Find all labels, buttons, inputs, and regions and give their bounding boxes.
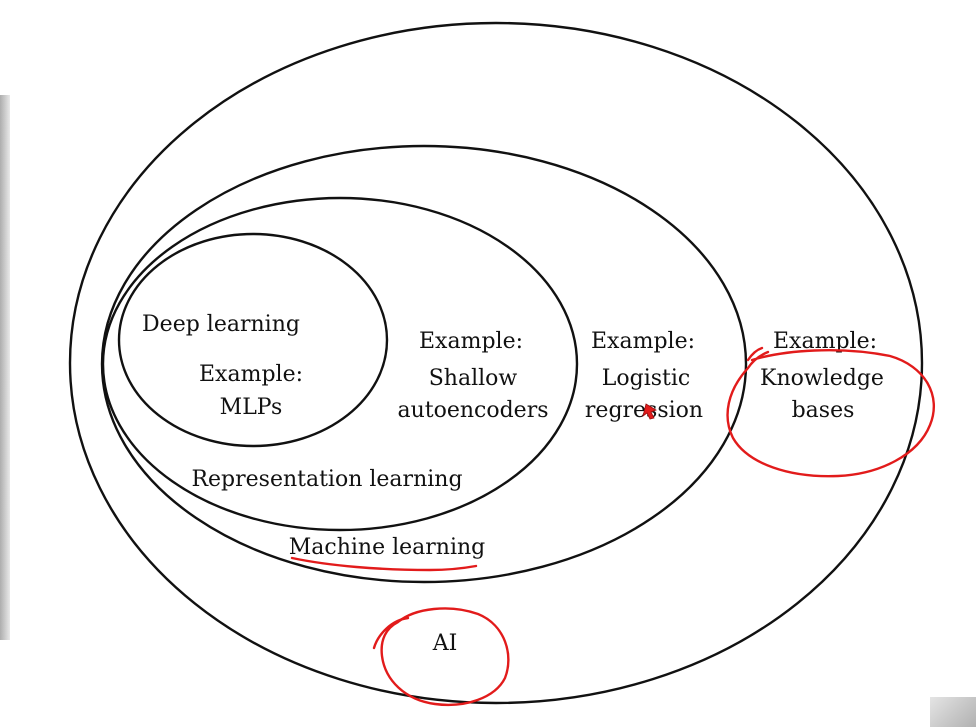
deep-learning-example-heading: Example: [199, 362, 303, 387]
representation-learning-example-heading: Example: [419, 329, 523, 354]
screen-left-edge [0, 95, 10, 640]
knowledge-bases-circle-annotation [726, 349, 935, 478]
representation-learning-example-line1: Shallow [429, 366, 518, 391]
ai-example-line1: Knowledge [760, 366, 884, 391]
deep-learning-example-name: MLPs [220, 395, 283, 420]
machine-learning-label: Machine learning [289, 535, 486, 560]
machine-learning-example-line1: Logistic [602, 366, 690, 391]
deep-learning-ellipse [117, 232, 389, 448]
representation-learning-ellipse [101, 196, 579, 532]
ai-tick-annotation [372, 616, 410, 650]
representation-learning-example-line2: autoencoders [397, 398, 548, 423]
ai-circle-annotation [380, 607, 510, 706]
ai-ellipse [68, 21, 924, 705]
ai-example-line2: bases [792, 398, 855, 423]
ai-label: AI [432, 631, 458, 656]
corner-shadow [930, 697, 976, 727]
pen-cursor-icon [642, 403, 657, 420]
machine-learning-example-heading: Example: [591, 329, 695, 354]
machine-learning-underline-annotation [290, 556, 478, 572]
representation-learning-label: Representation learning [191, 467, 462, 492]
deep-learning-label: Deep learning [142, 312, 300, 337]
knowledge-bases-tick-annotation [746, 346, 764, 362]
